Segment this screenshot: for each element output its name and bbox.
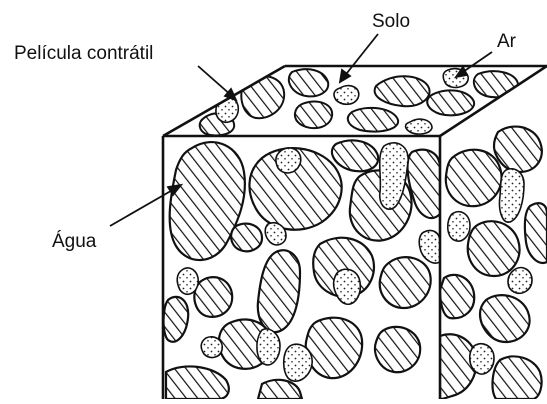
label-agua: Água	[52, 232, 96, 251]
soil-grain	[493, 356, 542, 399]
soil-grain	[194, 277, 232, 317]
label-pelicula-contratil: Película contrátil	[14, 44, 153, 63]
soil-grain	[446, 150, 502, 206]
soil-grain	[164, 297, 189, 342]
soil-grain	[332, 140, 378, 171]
solo-arrow	[343, 34, 378, 78]
air-void	[334, 269, 361, 304]
soil-grain	[375, 76, 430, 106]
soil-grain	[427, 90, 474, 115]
label-ar: Ar	[497, 32, 516, 51]
air-void	[508, 268, 532, 294]
soil-grain	[231, 224, 262, 252]
soil-grain	[480, 295, 530, 342]
cube-top-face	[200, 69, 518, 136]
cube-side-face	[440, 127, 547, 399]
soil-grain	[375, 327, 420, 372]
soil-grain	[295, 102, 332, 129]
agua-arrow	[110, 188, 176, 226]
air-void	[419, 230, 440, 263]
air-void	[276, 148, 301, 173]
air-void	[499, 169, 524, 222]
soil-grain	[306, 318, 362, 378]
soil-grain	[474, 71, 518, 97]
cube-front-face	[164, 140, 441, 399]
soil-grain	[166, 366, 229, 399]
air-void	[257, 329, 280, 365]
soil-grain	[258, 250, 300, 332]
soil-grain	[525, 203, 547, 263]
soil-grain	[494, 127, 542, 172]
soil-grain	[241, 76, 284, 118]
soil-grain	[348, 108, 398, 132]
air-void	[265, 223, 286, 245]
soil-grain	[440, 275, 474, 318]
air-void	[406, 119, 433, 134]
soil-grain	[468, 221, 520, 276]
soil-grain	[289, 69, 328, 96]
air-void	[284, 344, 312, 381]
soil-grain	[380, 257, 431, 308]
air-void	[177, 268, 198, 294]
label-solo: Solo	[372, 12, 410, 31]
air-void	[448, 212, 470, 241]
air-void	[201, 337, 222, 358]
soil-grain	[258, 380, 302, 399]
air-void	[470, 344, 494, 374]
air-void	[334, 86, 359, 105]
pelicula-arrow	[198, 66, 232, 96]
